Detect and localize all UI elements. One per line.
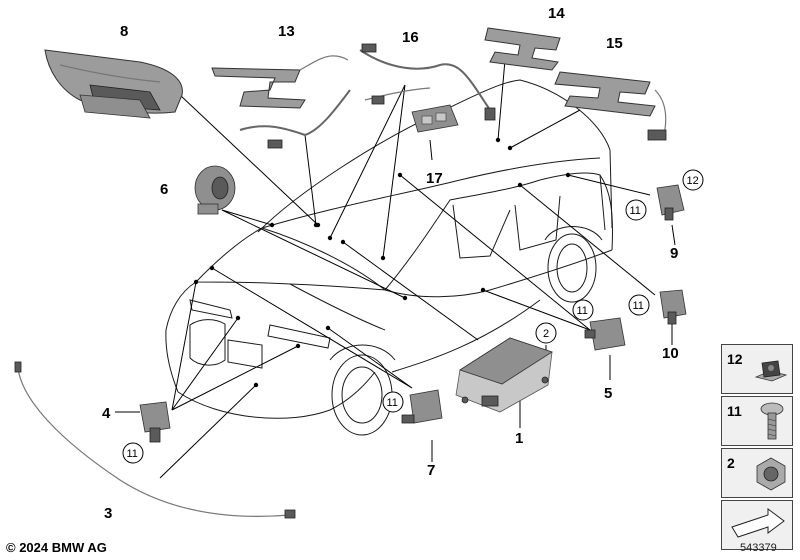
svg-text:11: 11: [633, 300, 644, 312]
callout-13: 13: [278, 23, 295, 40]
circled-callout-11-c: 11: [572, 299, 594, 321]
callout-15: 15: [606, 35, 623, 52]
circled-callout-11-d: 11: [382, 391, 404, 413]
callout-5: 5: [604, 385, 612, 402]
sensor-strip-part: [484, 27, 561, 71]
callout-14: 14: [548, 5, 565, 22]
sensor-7-part: [401, 389, 443, 424]
callout-8: 8: [120, 23, 128, 40]
legend-item-2: 2: [721, 448, 793, 498]
svg-text:2: 2: [543, 328, 549, 340]
svg-text:12: 12: [687, 175, 699, 187]
legend-num-11: 11: [727, 403, 742, 419]
sensor-module-part: [411, 104, 459, 133]
svg-text:11: 11: [387, 397, 398, 409]
legend-item-arrow: [721, 500, 793, 550]
circled-callout-11-e: 11: [122, 442, 144, 464]
legend-num-12: 12: [727, 351, 743, 367]
direction-arrow-icon: [731, 508, 785, 538]
sensor-9-part: [656, 184, 685, 221]
hex-nut-icon: [756, 457, 786, 491]
callout-10: 10: [662, 345, 679, 362]
callout-3: 3: [104, 505, 112, 522]
circled-callout-11-b: 11: [628, 294, 650, 316]
control-unit-part: [455, 337, 553, 413]
copyright-text: © 2024 BMW AG: [6, 540, 107, 555]
callout-4: 4: [102, 405, 111, 422]
sensor-4-part: [139, 401, 171, 443]
cable-part: [14, 361, 296, 519]
seat-mat-part: [44, 49, 183, 119]
screw-icon: [760, 402, 784, 440]
fastener-legend: 12 11 2: [721, 344, 795, 552]
callout-17: 17: [426, 170, 443, 187]
sensor-10-part: [659, 289, 687, 325]
svg-text:11: 11: [577, 305, 588, 317]
circled-callout-2: 2: [535, 322, 557, 344]
sensor-strip-2-part: [554, 71, 667, 141]
svg-text:11: 11: [630, 205, 641, 217]
legend-item-11: 11: [721, 396, 793, 446]
circled-callout-12: 12: [682, 169, 704, 191]
callout-16: 16: [402, 29, 419, 46]
callout-9: 9: [670, 245, 678, 262]
sensor-5-part: [584, 317, 626, 351]
mat-sensor-part: [211, 55, 349, 109]
legend-num-2: 2: [727, 455, 735, 471]
legend-item-12: 12: [721, 344, 793, 394]
circled-callout-11-a: 11: [625, 199, 647, 221]
leader-lines: [115, 59, 676, 479]
callout-6: 6: [160, 181, 168, 198]
callout-7: 7: [427, 462, 435, 479]
callout-1: 1: [515, 430, 523, 447]
circled-callouts: 12 11 11 11 2 11 11: [122, 169, 704, 464]
svg-text:11: 11: [127, 448, 138, 460]
clip-nut-icon: [754, 360, 788, 382]
callout-numbers: 8 13 16 14 15 17 6 9 10 5 1 7 4 3: [102, 5, 679, 522]
leader-dots: [193, 137, 571, 388]
wiring-harness-part: [239, 43, 496, 149]
image-number: 543379: [740, 542, 777, 554]
vehicle-outline: [165, 79, 613, 436]
coil-part: [194, 165, 236, 215]
